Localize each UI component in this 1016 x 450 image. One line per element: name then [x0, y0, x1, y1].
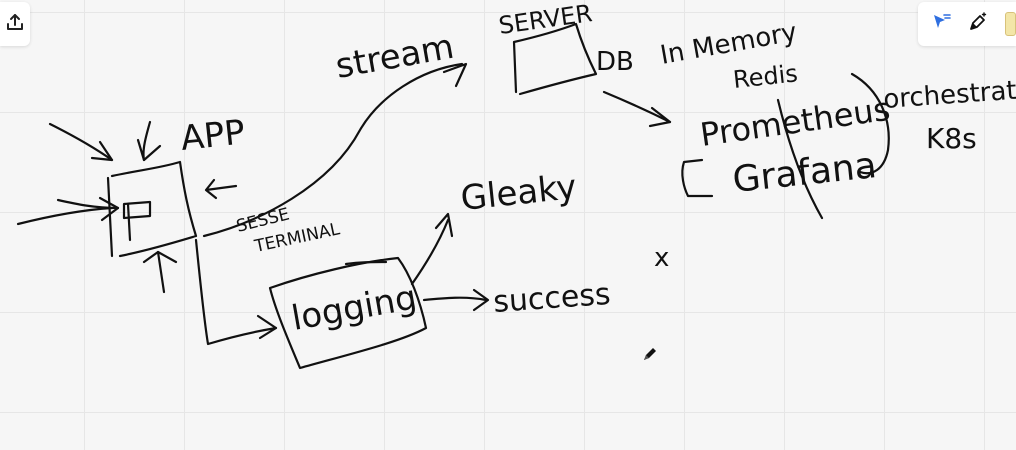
- tools-panel: [918, 2, 1016, 46]
- server-box: [512, 22, 598, 96]
- app-incoming-arrows: [16, 120, 238, 294]
- app-to-logging-arrow: [194, 238, 278, 346]
- logging-box: [268, 256, 428, 370]
- app-label: APP: [179, 112, 247, 158]
- select-laser-icon: [930, 11, 952, 38]
- redis-label: Redis: [732, 59, 799, 94]
- k8s-label: K8s: [926, 122, 977, 155]
- stream-label: stream: [333, 27, 457, 87]
- select-tool-button[interactable]: [930, 11, 953, 37]
- sticky-note-tool-button[interactable]: [1005, 12, 1016, 36]
- share-button[interactable]: [0, 2, 30, 46]
- x-mark: x: [654, 243, 669, 273]
- logging-label: logging: [289, 278, 420, 339]
- logging-to-gleaky-arrow: [410, 212, 454, 286]
- gleaky-label: Gleaky: [459, 167, 579, 219]
- server-to-monitoring-arrow: [602, 90, 672, 128]
- orchestration-label: orchestrat.: [882, 75, 1016, 115]
- share-upload-icon: [5, 12, 25, 37]
- app-box: [106, 160, 198, 258]
- pencil-cursor-icon: [642, 346, 658, 367]
- success-label: success: [492, 277, 612, 320]
- prometheus-label: Prometheus: [698, 90, 893, 154]
- monitoring-bracket: [681, 72, 890, 220]
- db-label: DB: [596, 47, 634, 77]
- pen-tool-button[interactable]: [967, 11, 990, 37]
- logging-to-success-arrow: [422, 288, 490, 312]
- stream-arrow: [202, 62, 468, 238]
- pen-sparkle-icon: [967, 11, 989, 38]
- grafana-label: Grafana: [731, 145, 879, 201]
